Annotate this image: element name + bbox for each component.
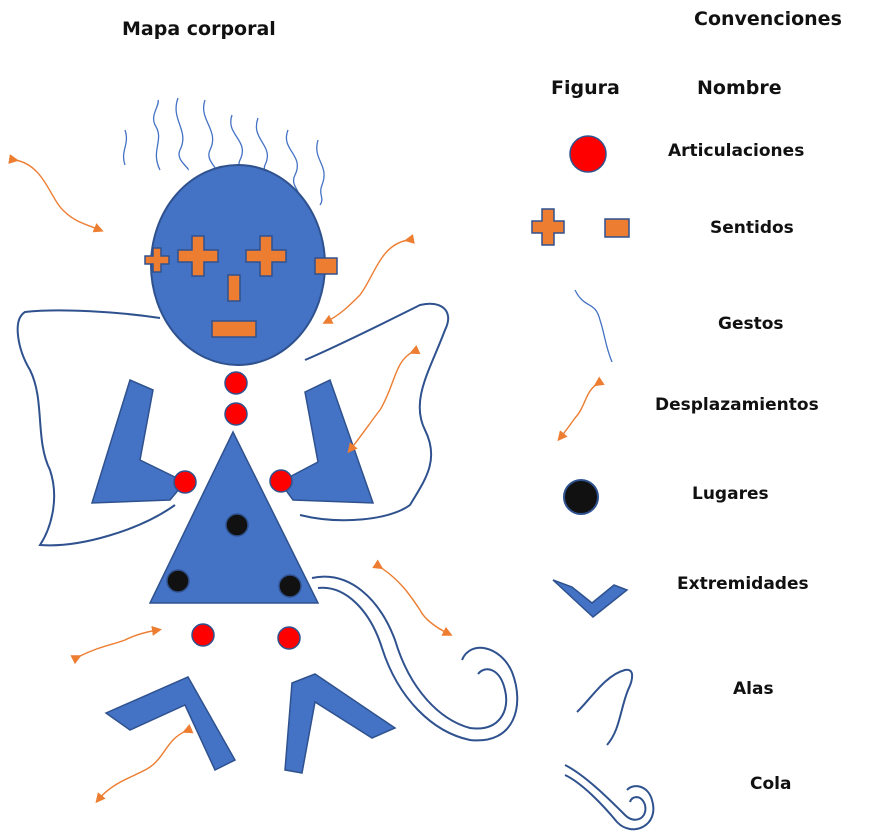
legend-extremidades-icon	[553, 580, 627, 617]
left-arm	[92, 380, 185, 503]
neck-joints	[225, 372, 247, 425]
left-wing	[18, 310, 175, 545]
hip-joints	[192, 624, 300, 649]
legend-articulaciones-icon	[570, 136, 606, 172]
legend-gestos-icon	[575, 290, 612, 362]
legend-alas-icon	[577, 670, 632, 745]
legend-cola-icon	[565, 765, 645, 820]
legend-figures	[532, 136, 653, 829]
right-leg	[285, 674, 395, 773]
right-arm	[280, 380, 373, 503]
legend-sentidos-icon	[532, 209, 629, 245]
left-leg	[106, 677, 235, 770]
legend-lugares-icon	[564, 480, 598, 514]
legend-desplazamientos-icon	[560, 384, 597, 438]
